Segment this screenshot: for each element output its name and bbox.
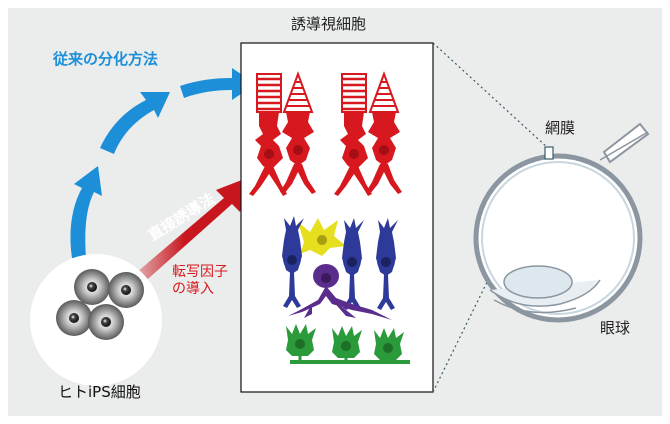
label-transcription-factor-line1: 転写因子 (172, 264, 228, 280)
amacrine-cell (288, 264, 392, 320)
eyeball (473, 122, 650, 323)
label-ips-cells: ヒトiPS細胞 (58, 383, 141, 401)
label-eyeball: 眼球 (600, 319, 631, 337)
label-conventional-method: 従来の分化方法 (53, 50, 159, 68)
conventional-arrows (70, 68, 256, 258)
induced-cells-box (240, 42, 434, 393)
label-retina: 網膜 (545, 119, 576, 137)
horizontal-cell (298, 218, 346, 256)
label-transcription-factor: 転写因子 の導入 (172, 264, 232, 298)
direct-induction-arrow (130, 176, 252, 286)
label-induced-cells: 誘導視細胞 (291, 15, 367, 33)
label-transcription-factor-line2: の導入 (172, 281, 214, 297)
ips-cell-group (30, 254, 162, 386)
ganglion-cells (286, 324, 410, 364)
